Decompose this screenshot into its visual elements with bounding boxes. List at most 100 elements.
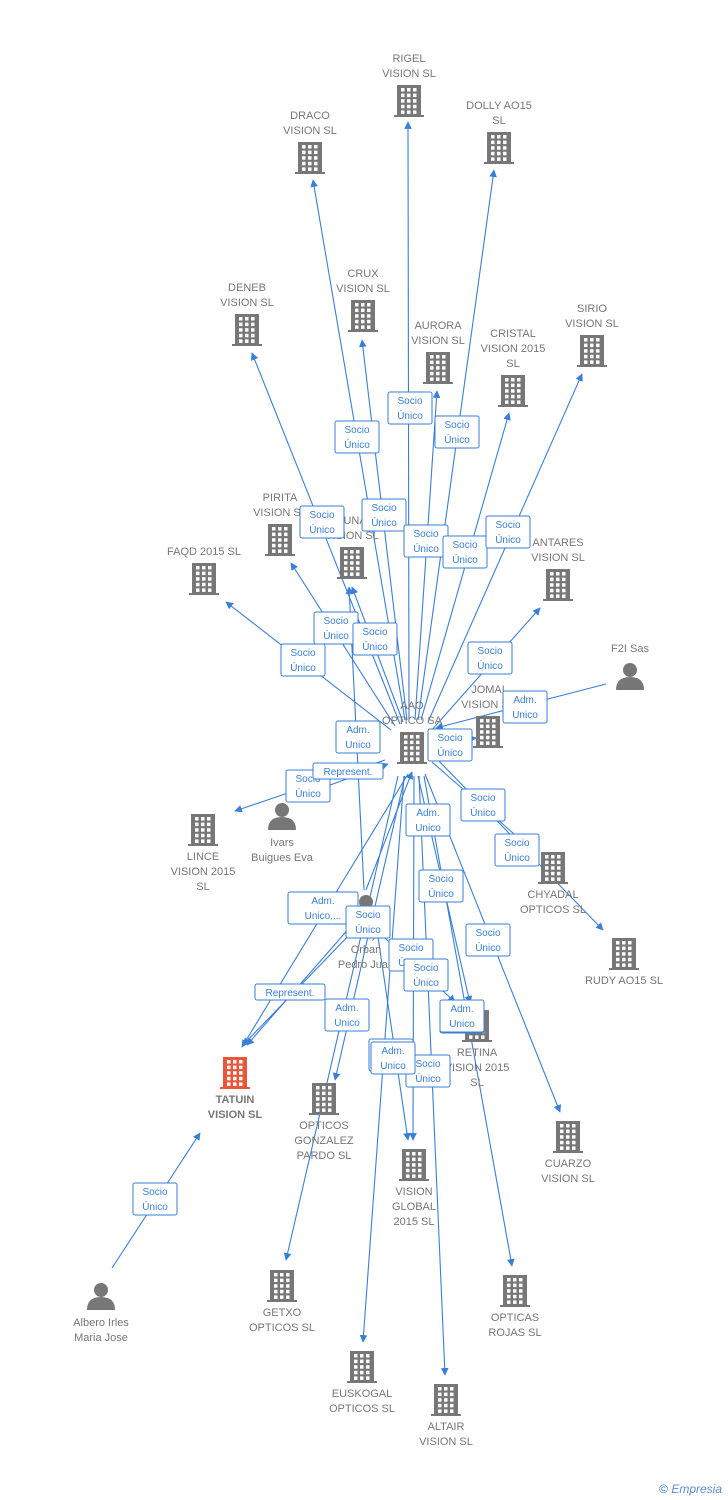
building-icon	[399, 1149, 429, 1181]
edge-label-box	[387, 391, 433, 425]
edge-beneyto-tatuin	[246, 917, 359, 1046]
edge-label-text: Único	[397, 409, 423, 422]
edge-label-beneyto-aao[interactable]: Adm.Unico	[335, 720, 381, 754]
edge-label-box	[427, 728, 473, 762]
edge-label-text: Unico	[415, 823, 441, 834]
edge-label-text: Socio	[437, 733, 462, 744]
edge-label-text: Adm.	[335, 1003, 358, 1014]
edge-label-text: Único	[413, 976, 439, 989]
node-f2i[interactable]: F2I Sas	[611, 643, 649, 690]
edge-label-beneyto-luna[interactable]: Adm.Unico	[324, 998, 370, 1032]
edge-label-box	[334, 420, 380, 454]
node-label: LUNA	[337, 515, 367, 527]
edge-label-text: Único	[504, 851, 530, 864]
node-label: SL	[492, 115, 505, 127]
edge-label-text: Unico	[380, 1061, 406, 1072]
node-label: VISION SL	[220, 297, 274, 309]
edge-label-text: Único	[452, 553, 478, 566]
node-deneb[interactable]: DENEB VISION SL	[220, 282, 274, 346]
edge-label-text: Adm.	[381, 1046, 404, 1057]
edge-label-text: Socio	[362, 627, 387, 638]
node-label: ROJAS SL	[488, 1327, 541, 1339]
node-label: SL	[196, 881, 209, 893]
node-label: OPTICOS SL	[520, 904, 586, 916]
node-rudy[interactable]: RUDY AO15 SL	[585, 938, 663, 987]
node-aao[interactable]: AAO OPTICO SA	[382, 700, 443, 764]
edge-label-box	[335, 720, 381, 754]
edge-label-box	[442, 535, 488, 569]
node-rojas[interactable]: OPTICAS ROJAS SL	[488, 1275, 542, 1339]
edge-label-text: Socio	[290, 648, 315, 659]
edge-label-text: Socio	[355, 910, 380, 921]
footer-brand[interactable]: © Empresia	[659, 1482, 722, 1496]
node-label: OPTICO SA	[382, 715, 443, 727]
edge-label-box	[465, 923, 511, 957]
building-icon	[188, 814, 218, 846]
edge-label-ivars-aao[interactable]: Represent.	[312, 762, 384, 780]
edge-label-text: Unico	[512, 710, 538, 721]
building-icon	[577, 335, 607, 367]
edge-label-aao-gonzalez[interactable]: Adm.Unico	[405, 803, 451, 837]
edge-label-beneyto-global[interactable]: Adm. Unico	[370, 1041, 416, 1075]
edge-label-beneyto-getxo[interactable]: Represent.	[254, 983, 326, 1001]
edge-label-box	[132, 1182, 178, 1216]
node-label: AAO	[400, 700, 424, 712]
edge-label-box	[345, 905, 391, 939]
edge-label-text: Único	[295, 787, 321, 800]
node-faqd[interactable]: FAQD 2015 SL	[167, 546, 241, 595]
node-label: OPTICAS	[491, 1312, 539, 1324]
building-icon	[498, 375, 528, 407]
building-icon	[265, 524, 295, 556]
person-icon	[616, 663, 644, 690]
edge-label-beneyto-tatuin[interactable]: Adm.Unico,...	[287, 891, 359, 925]
edge-label-f2i-aao[interactable]: Adm.Unico	[502, 690, 548, 724]
edge-label-text: Socio	[495, 520, 520, 531]
edge-labels-layer: SocioÚnicoSocioÚnicoSocioÚnicoSocioÚnico…	[132, 391, 548, 1216]
building-icon	[538, 852, 568, 884]
edge-label-beneyto-retina[interactable]: Adm.Unico	[439, 999, 485, 1033]
node-label: DENEB	[228, 282, 266, 294]
